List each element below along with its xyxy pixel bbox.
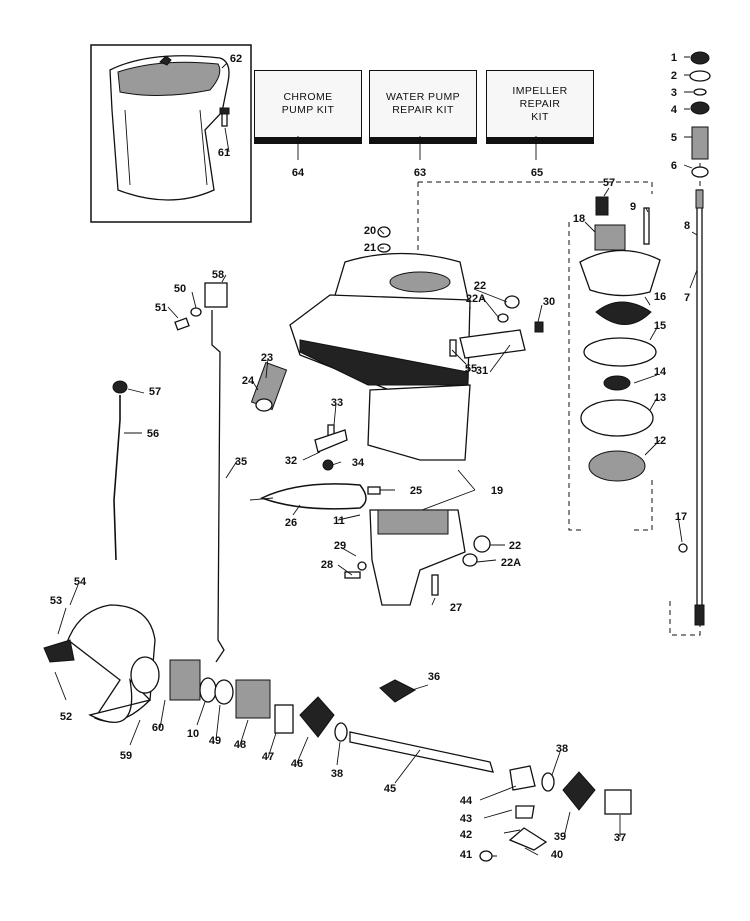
callout-47: 47 xyxy=(262,751,274,763)
callout-10: 10 xyxy=(187,728,199,740)
callout-49: 49 xyxy=(209,735,221,747)
callout-30: 30 xyxy=(543,296,555,308)
callout-12: 12 xyxy=(654,435,666,447)
callout-64: 64 xyxy=(292,167,305,179)
callout-54: 54 xyxy=(74,576,87,588)
callout-8: 8 xyxy=(684,220,690,232)
callout-22-lower: 22 xyxy=(509,540,521,552)
callout-45: 45 xyxy=(384,783,396,795)
callout-24: 24 xyxy=(242,375,255,387)
callout-22a-upper: 22A xyxy=(466,293,486,305)
callout-48: 48 xyxy=(234,739,246,751)
callout-59: 59 xyxy=(120,750,132,762)
callout-65: 65 xyxy=(531,167,543,179)
gearcase-housing xyxy=(289,252,471,461)
callout-11: 11 xyxy=(333,515,345,527)
callout-15: 15 xyxy=(654,320,666,332)
callout-25: 25 xyxy=(410,485,422,497)
callout-3: 3 xyxy=(671,87,677,99)
callout-27: 27 xyxy=(450,602,462,614)
callout-18: 18 xyxy=(573,213,585,225)
callout-29: 29 xyxy=(334,540,346,552)
callout-53: 53 xyxy=(50,595,62,607)
callout-46: 46 xyxy=(291,758,303,770)
callout-62: 62 xyxy=(230,53,242,65)
callout-22-upper: 22 xyxy=(474,280,486,292)
callout-38-left: 38 xyxy=(331,768,343,780)
screw-61 xyxy=(219,107,230,127)
callout-40: 40 xyxy=(551,849,563,861)
callout-21: 21 xyxy=(364,242,376,254)
callout-60: 60 xyxy=(152,722,164,734)
callout-55: 55 xyxy=(465,363,477,375)
callout-1: 1 xyxy=(671,52,677,64)
callout-23: 23 xyxy=(261,352,273,364)
callout-31: 31 xyxy=(476,365,488,377)
chrome-pump-kit-label: CHROME PUMP KIT xyxy=(281,91,335,116)
callout-16: 16 xyxy=(654,291,666,303)
callout-19: 19 xyxy=(491,485,503,497)
callout-44: 44 xyxy=(460,795,473,807)
callout-36: 36 xyxy=(428,671,440,683)
callout-51: 51 xyxy=(155,302,167,314)
callout-57-right: 57 xyxy=(603,177,615,189)
callout-41: 41 xyxy=(460,849,472,861)
water-pump-repair-kit-label: WATER PUMP REPAIR KIT xyxy=(386,91,460,116)
small-hardware xyxy=(174,226,688,596)
callout-32: 32 xyxy=(285,455,297,467)
callout-28: 28 xyxy=(321,559,333,571)
impeller-repair-kit-box: IMPELLER REPAIR KIT xyxy=(486,70,594,138)
callout-56: 56 xyxy=(147,428,159,440)
impeller-repair-kit-label: IMPELLER REPAIR KIT xyxy=(512,84,568,123)
callout-9: 9 xyxy=(630,201,636,213)
chrome-pump-kit-box: CHROME PUMP KIT xyxy=(254,70,362,138)
callout-6: 6 xyxy=(671,160,677,172)
callout-37: 37 xyxy=(614,832,626,844)
callout-13: 13 xyxy=(654,392,666,404)
callout-42: 42 xyxy=(460,829,472,841)
callout-52: 52 xyxy=(60,711,72,723)
driveshaft xyxy=(694,189,705,626)
callout-35: 35 xyxy=(235,456,247,468)
callout-38-right: 38 xyxy=(556,743,568,755)
lower-gearcase xyxy=(369,509,466,606)
callout-26: 26 xyxy=(285,517,297,529)
seal-stack xyxy=(689,51,711,178)
callout-4: 4 xyxy=(671,104,678,116)
callout-57-left: 57 xyxy=(149,386,161,398)
callout-58: 58 xyxy=(212,269,224,281)
callout-5: 5 xyxy=(671,132,677,144)
callout-17: 17 xyxy=(675,511,687,523)
callout-2: 2 xyxy=(671,70,677,82)
callout-14: 14 xyxy=(654,366,667,378)
callout-33: 33 xyxy=(331,397,343,409)
water-pump-repair-kit-box: WATER PUMP REPAIR KIT xyxy=(369,70,477,138)
callout-39: 39 xyxy=(554,831,566,843)
callout-22a-lower: 22A xyxy=(501,557,521,569)
callouts: 1 2 3 4 5 6 7 8 9 10 11 12 13 14 15 16 1… xyxy=(50,52,690,861)
propeller xyxy=(67,604,160,723)
water-pump-stack xyxy=(579,196,661,482)
callout-20: 20 xyxy=(364,225,376,237)
callout-50: 50 xyxy=(174,283,186,295)
exhaust-housing-inset xyxy=(90,44,252,223)
callout-34: 34 xyxy=(352,457,365,469)
callout-61: 61 xyxy=(218,147,230,159)
callout-7: 7 xyxy=(684,292,690,304)
callout-43: 43 xyxy=(460,813,472,825)
callout-63: 63 xyxy=(414,167,426,179)
